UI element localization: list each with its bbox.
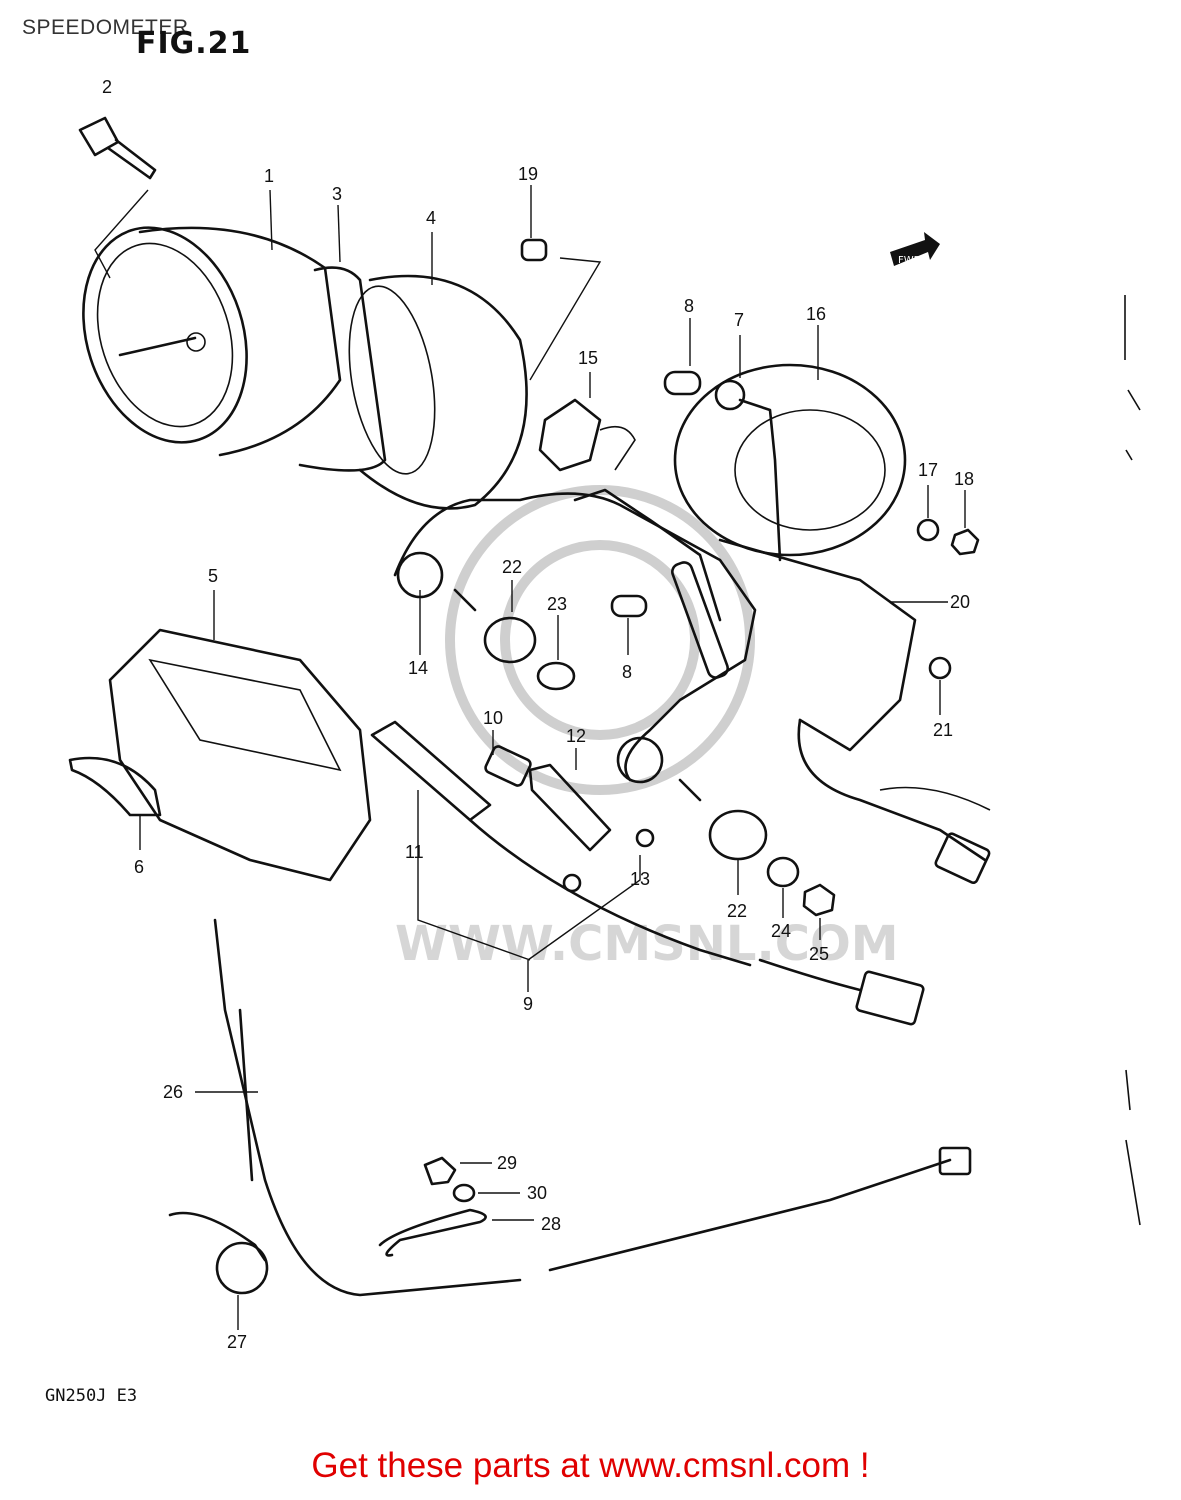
part-15-clip: [538, 372, 636, 472]
callout-30: 30: [527, 1183, 547, 1203]
part-8-bulb-upper: [663, 318, 702, 396]
page-title: SPEEDOMETER: [22, 16, 189, 39]
callout-5: 5: [208, 566, 218, 586]
part-30-washer: [452, 1183, 520, 1203]
watermark-text: WWW.CMSNL.COM: [395, 916, 899, 972]
part-1-speedometer-gauge: [82, 189, 342, 457]
part-harness-upper: [797, 718, 991, 885]
part-24-washer: [766, 856, 800, 918]
callout-3: 3: [332, 184, 342, 204]
part-7-bulb-socket: [714, 335, 782, 562]
callout-22-upper: 22: [502, 557, 522, 577]
part-11-socket-board: [370, 720, 531, 961]
callout-17: 17: [918, 460, 938, 480]
callout-8-lower: 8: [622, 662, 632, 682]
part-26-speedometer-cable: [195, 918, 972, 1297]
part-19-grommet: [520, 185, 548, 262]
callout-labels: 1 2 3 4 5 6 7 8 8 9 10 11 12 13 14 15 16…: [102, 77, 974, 1352]
callout-7: 7: [734, 310, 744, 330]
part-8-bulb-lower: [610, 594, 648, 655]
model-code: GN250J E3: [45, 1386, 138, 1406]
part-10-socket: [484, 730, 532, 787]
callout-10: 10: [483, 708, 503, 728]
callout-6: 6: [134, 857, 144, 877]
callout-4: 4: [426, 208, 436, 228]
part-25-nut: [802, 883, 836, 940]
part-6-socket-cover: [68, 756, 162, 850]
part-16-lamp-housing: [673, 325, 907, 557]
part-17-washer: [916, 485, 940, 542]
part-bracket-assembly: [393, 488, 757, 802]
watermark: WWW.CMSNL.COM: [395, 485, 899, 972]
part-4-gauge-case: [348, 232, 602, 510]
callout-18: 18: [954, 469, 974, 489]
callout-28: 28: [541, 1214, 561, 1234]
part-2-drive-fitting: [78, 116, 157, 279]
part-28-clamp: [378, 1208, 534, 1257]
callout-25: 25: [809, 944, 829, 964]
part-12-socket-plate: [528, 748, 612, 852]
callout-14: 14: [408, 658, 428, 678]
callout-27: 27: [227, 1332, 247, 1352]
callout-8-upper: 8: [684, 296, 694, 316]
callout-12: 12: [566, 726, 586, 746]
part-9-harness-lower: [468, 818, 925, 1026]
callout-1: 1: [264, 166, 274, 186]
callout-23: 23: [547, 594, 567, 614]
parts-diagram: WWW.CMSNL.COM FWD: [68, 77, 1141, 1352]
callout-13: 13: [630, 869, 650, 889]
callout-29: 29: [497, 1153, 517, 1173]
part-5-indicator-cover: [108, 590, 372, 882]
callout-16: 16: [806, 304, 826, 324]
callout-22-lower: 22: [727, 901, 747, 921]
part-20-indicator-panel: [718, 538, 948, 752]
fwd-arrow-icon: FWD: [890, 232, 940, 266]
callout-9: 9: [523, 994, 533, 1014]
callout-21: 21: [933, 720, 953, 740]
callout-20: 20: [950, 592, 970, 612]
parts-shop-link[interactable]: Get these parts at www.cmsnl.com !: [311, 1446, 870, 1485]
callout-24: 24: [771, 921, 791, 941]
part-22-cushion-lower: [708, 809, 768, 895]
callout-19: 19: [518, 164, 538, 184]
part-18-nut: [950, 490, 980, 556]
part-3-gauge-ring: [298, 204, 387, 472]
figure-title: FIG.21: [136, 26, 252, 61]
margin-marks: [1124, 295, 1141, 1226]
fwd-label: FWD: [898, 255, 922, 266]
callout-26: 26: [163, 1082, 183, 1102]
callout-11: 11: [405, 842, 424, 862]
part-21-screw: [928, 656, 952, 715]
part-29-bolt: [423, 1156, 492, 1186]
callout-2: 2: [102, 77, 112, 97]
part-23-washer: [536, 615, 576, 691]
part-27-cable-guide: [168, 1211, 269, 1330]
part-22-cushion-upper: [483, 580, 537, 664]
callout-15: 15: [578, 348, 598, 368]
